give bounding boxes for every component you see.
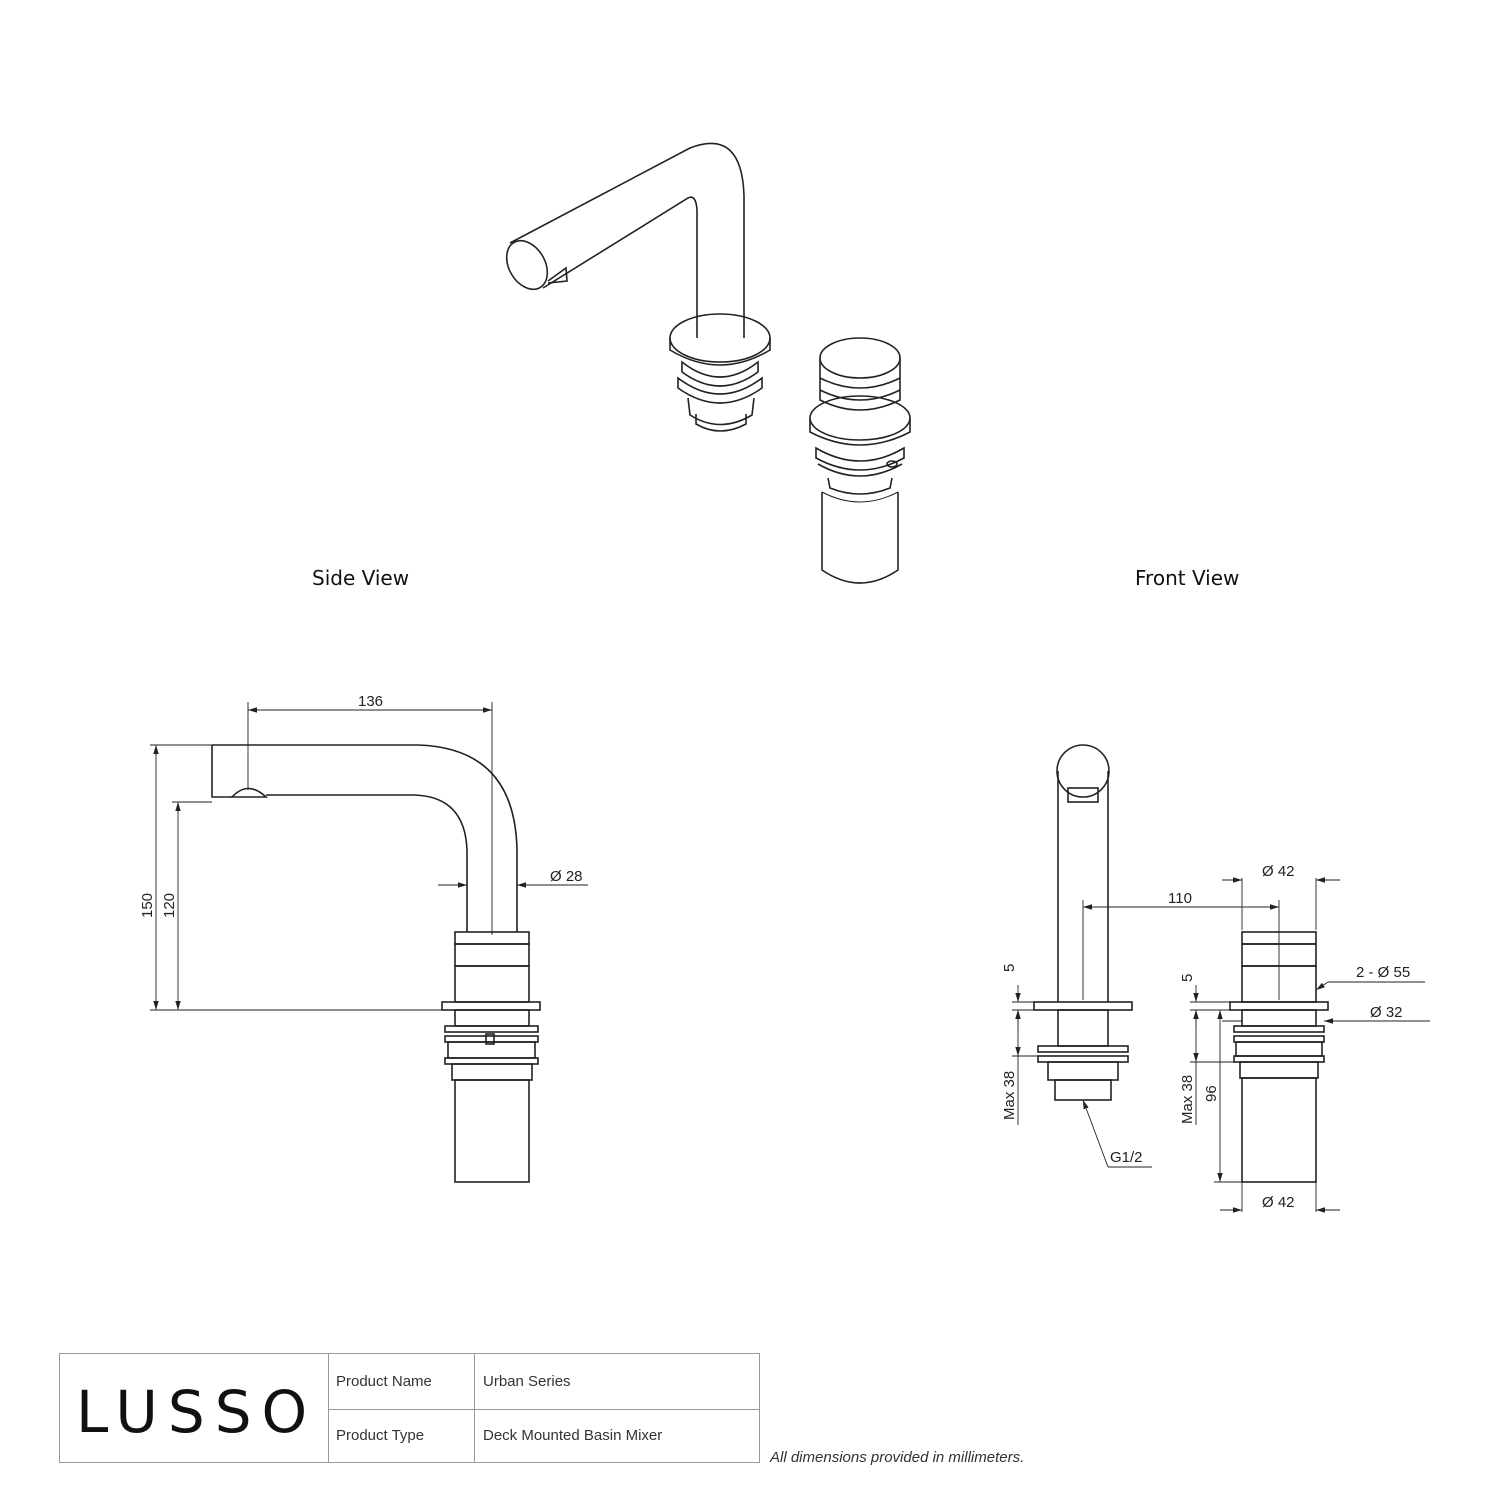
front-view-label: Front View — [1135, 566, 1240, 590]
dim-max-deck-right: Max 38 — [1179, 1075, 1196, 1124]
title-block: LUSSO Product Name Urban Series Product … — [59, 1353, 760, 1463]
dim-max-deck-left: Max 38 — [1001, 1071, 1018, 1120]
product-type-value: Deck Mounted Basin Mixer — [483, 1427, 663, 1444]
dim-height-total: 150 — [139, 893, 156, 918]
dim-flange-diameters: 2 - Ø 55 — [1356, 964, 1410, 981]
dim-handle-diameter-bottom: Ø 42 — [1262, 1194, 1295, 1211]
side-view-drawing — [150, 702, 588, 1183]
dim-handle-diameter-top: Ø 42 — [1262, 863, 1295, 880]
iso-handle — [809, 337, 911, 584]
dim-shank-diameter: Ø 32 — [1370, 1004, 1403, 1021]
dim-spout-reach: 136 — [358, 693, 383, 710]
iso-spout — [505, 142, 771, 432]
product-type-label: Product Type — [328, 1410, 475, 1462]
front-view-drawing — [1012, 744, 1430, 1213]
logo-cell: LUSSO — [60, 1354, 329, 1462]
product-name-value: Urban Series — [475, 1354, 759, 1410]
side-view-label: Side View — [312, 566, 410, 590]
dim-thread: G1/2 — [1110, 1149, 1143, 1166]
brand-logo: LUSSO — [76, 1378, 318, 1446]
dim-height-outlet: 120 — [161, 893, 178, 918]
dim-spout-diameter: Ø 28 — [550, 868, 583, 885]
dim-centres: 110 — [1168, 890, 1192, 907]
dim-body-length: 96 — [1203, 1085, 1220, 1102]
dim-flange-thickness-right: 5 — [1179, 974, 1196, 982]
dim-flange-thickness-left: 5 — [1001, 964, 1018, 972]
product-name-label: Product Name — [328, 1354, 475, 1410]
isometric-view — [505, 142, 911, 584]
footer-note: All dimensions provided in millimeters. — [770, 1449, 1025, 1466]
